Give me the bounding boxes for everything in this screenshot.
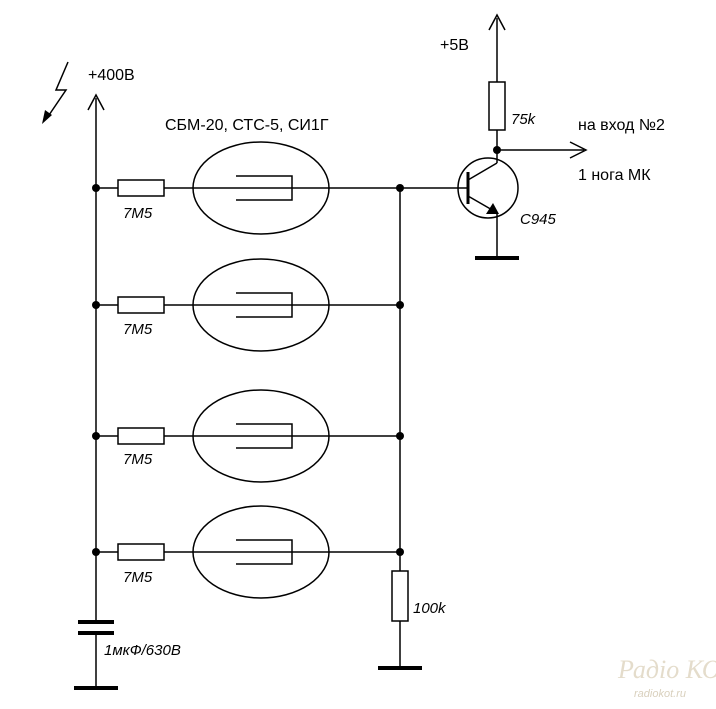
capacitor-label: 1мкФ/630В: [104, 642, 181, 659]
geiger-tube: [192, 505, 330, 599]
output-label-line1: на вход №2: [578, 117, 665, 134]
tubes-label: СБМ-20, СТС-5, СИ1Г: [165, 117, 329, 134]
junction-dot: [92, 548, 100, 556]
pullup-resistor-label: 75k: [511, 111, 537, 128]
lv-supply-label: +5В: [440, 37, 469, 54]
watermark-site: radiokot.ru: [634, 688, 686, 700]
geiger-tube: [192, 258, 330, 352]
output-label-line2: 1 нога МК: [578, 167, 651, 184]
junction-dot: [493, 146, 501, 154]
hv-supply-label: +400В: [88, 67, 135, 84]
transistor: [457, 157, 519, 219]
pullup-network: [488, 13, 506, 150]
anode-resistor-label: 7М5: [123, 205, 153, 222]
junction-dot: [396, 432, 404, 440]
pullup-resistor: [488, 81, 506, 131]
filter-capacitor: [74, 620, 118, 690]
anode-resistor-label: 7М5: [123, 569, 153, 586]
cathode-bus: [378, 188, 422, 670]
junction-dot: [92, 184, 100, 192]
tube-row-3: [96, 389, 400, 483]
load-resistor: [391, 570, 409, 622]
output-line: [497, 141, 588, 159]
geiger-tube: [192, 389, 330, 483]
watermark-logo: Радіо КОТ: [617, 655, 716, 684]
anode-resistor: [117, 543, 165, 561]
transistor-label: C945: [520, 211, 557, 228]
anode-resistor-label: 7М5: [123, 451, 153, 468]
load-resistor-label: 100k: [413, 600, 447, 617]
anode-resistor: [117, 296, 165, 314]
anode-resistor: [117, 427, 165, 445]
geiger-tube: [192, 141, 330, 235]
anode-resistor-label: 7М5: [123, 321, 153, 338]
junction-dot: [396, 548, 404, 556]
junction-dot: [92, 432, 100, 440]
anode-resistor: [117, 179, 165, 197]
radiation-icon: [42, 61, 69, 124]
tube-row-1: [96, 141, 400, 235]
transistor-stage: [400, 150, 519, 260]
junction-dot: [396, 301, 404, 309]
hv-rail: [87, 93, 105, 620]
junction-dot: [92, 301, 100, 309]
